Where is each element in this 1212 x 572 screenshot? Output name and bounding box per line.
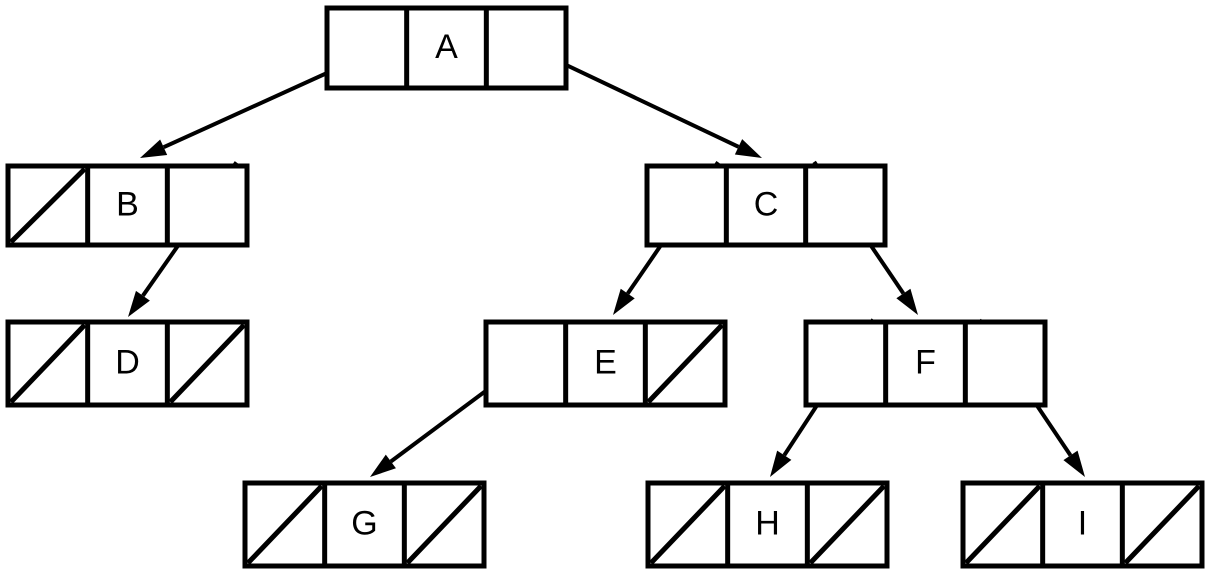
node-label-E: E [594,343,617,381]
edges-layer [128,22,1085,477]
tree-node-F[interactable]: F [803,319,1048,408]
null-slash-right-H [808,484,886,565]
null-slash-right-E [646,323,724,404]
tree-node-I[interactable]: I [960,480,1205,569]
arrow-head-A-right-to-C [734,139,762,158]
tree-node-C[interactable]: C [644,163,888,248]
nodes-layer: A B C D E F G H I [5,5,1205,569]
null-slash-right-I [1123,484,1201,565]
node-label-I: I [1078,504,1087,542]
node-label-B: B [116,185,139,223]
tree-node-H[interactable]: H [645,480,890,569]
null-slash-left-B [9,167,87,244]
tree-node-G[interactable]: G [242,480,487,569]
tree-node-A[interactable]: A [324,5,569,91]
null-slash-right-D [168,323,246,404]
arrow-head-B-right-to-D [128,290,150,317]
arrow-head-C-left-to-E [613,288,635,315]
node-label-F: F [915,343,936,381]
tree-node-B[interactable]: B [5,163,250,248]
node-label-G: G [351,504,377,542]
null-slash-left-H [649,484,727,565]
node-label-D: D [115,343,140,381]
node-outline-F [803,319,1048,408]
null-slash-right-G [405,484,483,565]
arrow-head-A-left-to-B [140,139,168,158]
tree-node-E[interactable]: E [483,319,728,408]
arrow-head-C-right-to-F [896,288,918,315]
node-outline-A [324,5,569,91]
null-slash-left-D [9,323,87,404]
tree-node-D[interactable]: D [5,319,250,408]
null-slash-left-I [964,484,1042,565]
node-label-A: A [435,28,458,66]
arrow-head-E-left-to-G [370,454,396,477]
null-slash-left-G [246,484,324,565]
node-label-H: H [755,504,780,542]
arrow-head-F-left-to-H [770,450,792,477]
arrow-head-F-right-to-I [1063,450,1085,477]
node-outline-C [644,163,888,248]
node-label-C: C [754,185,779,223]
